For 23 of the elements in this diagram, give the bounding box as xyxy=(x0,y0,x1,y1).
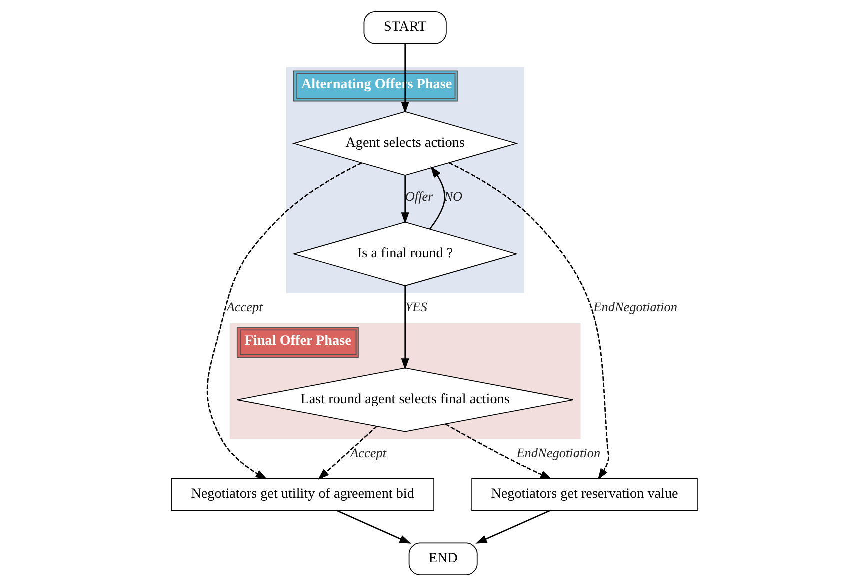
node-box: Negotiators get reservation value xyxy=(471,478,698,511)
node-box: Negotiators get utility of agreement bid xyxy=(170,478,434,511)
node-box: START xyxy=(363,12,446,44)
arrow xyxy=(206,162,362,480)
node-diamond: Last round agent selects final actions xyxy=(236,368,574,432)
edge-label: EndNegotiation xyxy=(593,300,678,315)
arrow xyxy=(400,286,409,370)
arrow xyxy=(428,166,446,230)
arrow xyxy=(475,510,551,544)
node-box: END xyxy=(408,542,478,576)
edge-label: EndNegotiation xyxy=(516,445,600,460)
node-diamond: Agent selects actions xyxy=(292,111,518,176)
edge-label: Accept xyxy=(226,300,262,315)
arrow xyxy=(400,176,409,224)
arrow xyxy=(336,510,411,544)
edge-label: Offer xyxy=(404,189,433,204)
node-diamond: Is a final round ? xyxy=(292,222,518,286)
arrow xyxy=(400,44,409,114)
edge-label: YES xyxy=(404,300,427,315)
arrow xyxy=(448,162,609,480)
edge-label: Accept xyxy=(350,445,386,460)
arrow xyxy=(317,426,377,480)
arrow xyxy=(444,424,552,480)
